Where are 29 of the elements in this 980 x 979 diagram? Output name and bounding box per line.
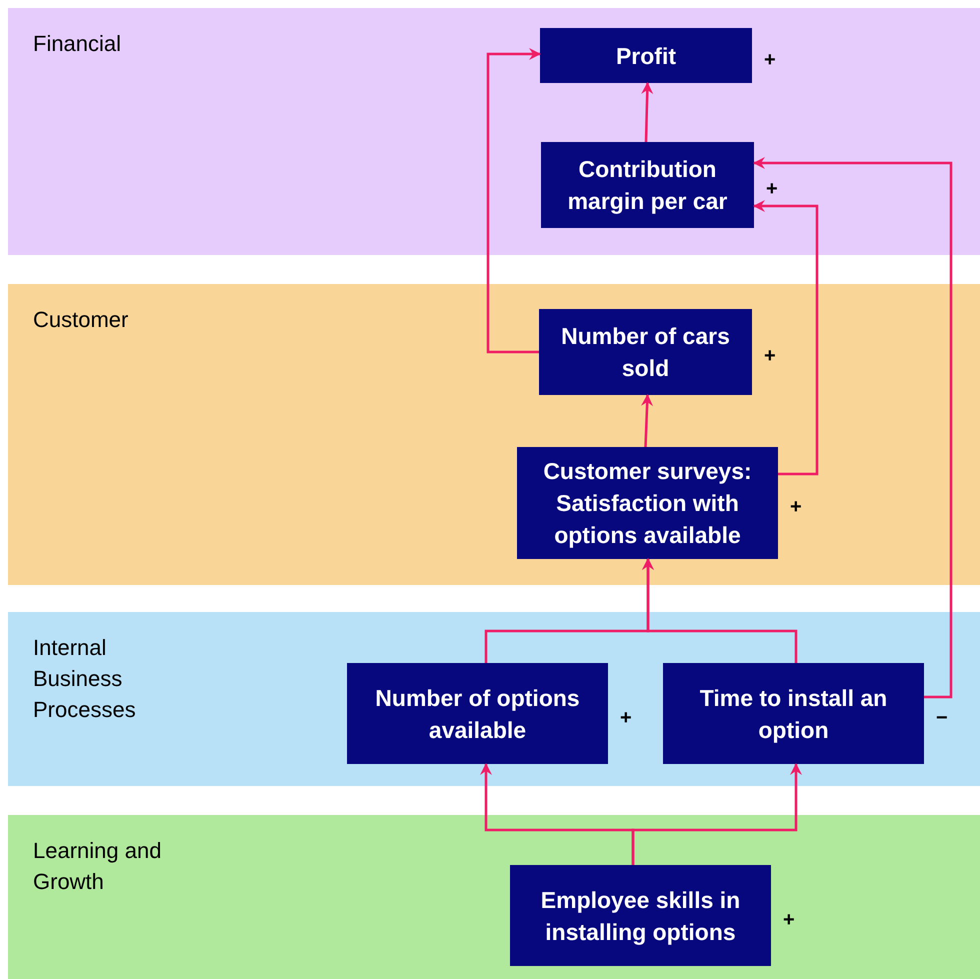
sign-label: + xyxy=(790,495,802,519)
arrow xyxy=(753,157,952,698)
measure-box: Customer surveys: Satisfaction with options available xyxy=(517,447,778,559)
arrow xyxy=(753,200,818,476)
sign-label: + xyxy=(783,908,795,932)
sign-label: − xyxy=(936,706,948,730)
arrow xyxy=(486,48,541,354)
sign-label: + xyxy=(764,344,776,368)
measure-box: Employee skills in installing options xyxy=(510,865,771,966)
sign-label: + xyxy=(620,706,632,730)
measure-box: Number of options available xyxy=(347,663,608,764)
sign-label: + xyxy=(764,48,776,72)
measure-box: Contribution margin per car xyxy=(541,142,754,228)
measure-box: Profit xyxy=(540,28,752,83)
band-label: Internal Business Processes xyxy=(33,634,137,724)
band-label: Financial xyxy=(33,30,122,58)
arrow xyxy=(632,763,802,865)
arrow xyxy=(642,558,798,663)
band-label: Learning and Growth xyxy=(33,837,162,896)
arrow xyxy=(641,394,654,448)
perspective-band xyxy=(8,284,980,585)
perspective-band xyxy=(8,8,980,255)
perspective-band xyxy=(8,815,980,979)
arrow xyxy=(641,82,654,142)
band-label: Customer xyxy=(33,306,130,334)
measure-box: Time to install an option xyxy=(663,663,924,764)
measure-box: Number of cars sold xyxy=(539,309,752,395)
sign-label: + xyxy=(766,177,778,201)
perspective-band xyxy=(8,612,980,786)
